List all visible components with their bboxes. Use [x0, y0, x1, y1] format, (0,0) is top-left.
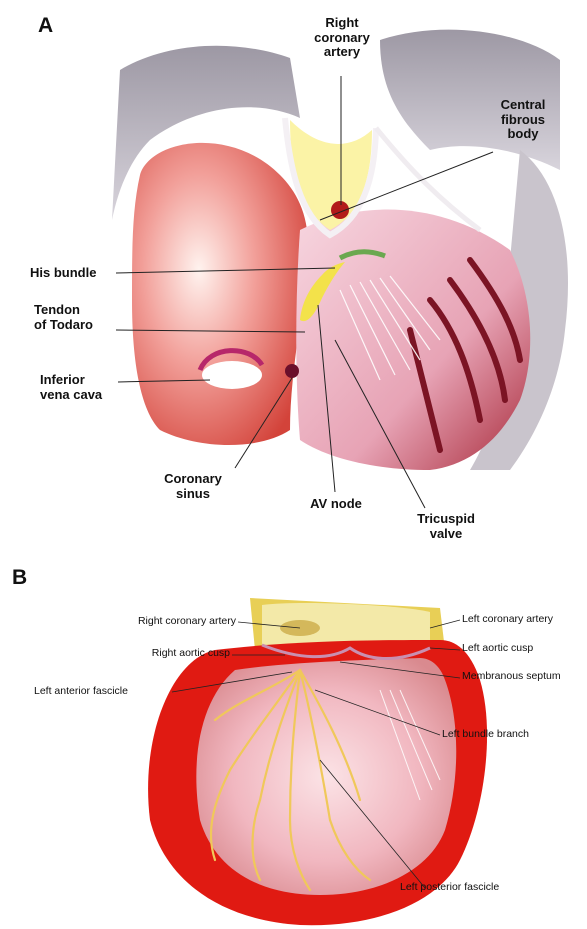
label-tricuspid-valve: Tricuspid valve: [398, 512, 494, 541]
label-central-fibrous-body: Central fibrous body: [480, 98, 566, 142]
label-tendon-of-todaro: Tendon of Todaro: [34, 303, 124, 332]
label-av-node: AV node: [300, 497, 372, 512]
label-membranous-septum: Membranous septum: [462, 671, 584, 683]
label-left-anterior-fascicle: Left anterior fascicle: [34, 686, 184, 698]
right-atrium: [132, 143, 308, 445]
ivc-opening: [202, 361, 262, 389]
panel-b-letter: B: [12, 566, 27, 590]
label-coronary-sinus: Coronary sinus: [148, 472, 238, 501]
coronary-sinus-ostium: [285, 364, 299, 378]
label-left-bundle-branch: Left bundle branch: [442, 729, 572, 741]
label-left-coronary-artery: Left coronary artery: [462, 614, 582, 626]
label-right-aortic-cusp: Right aortic cusp: [96, 648, 230, 660]
label-his-bundle: His bundle: [30, 266, 120, 281]
label-inferior-vena-cava: Inferior vena cava: [40, 373, 130, 402]
label-left-posterior-fascicle: Left posterior fascicle: [400, 882, 550, 894]
label-left-aortic-cusp: Left aortic cusp: [462, 643, 582, 655]
left-ventricle-cavity: [196, 658, 456, 895]
label-right-coronary-artery-b: Right coronary artery: [96, 616, 236, 628]
label-right-coronary-artery-a: Right coronary artery: [306, 16, 378, 60]
panel-a-letter: A: [38, 14, 53, 38]
